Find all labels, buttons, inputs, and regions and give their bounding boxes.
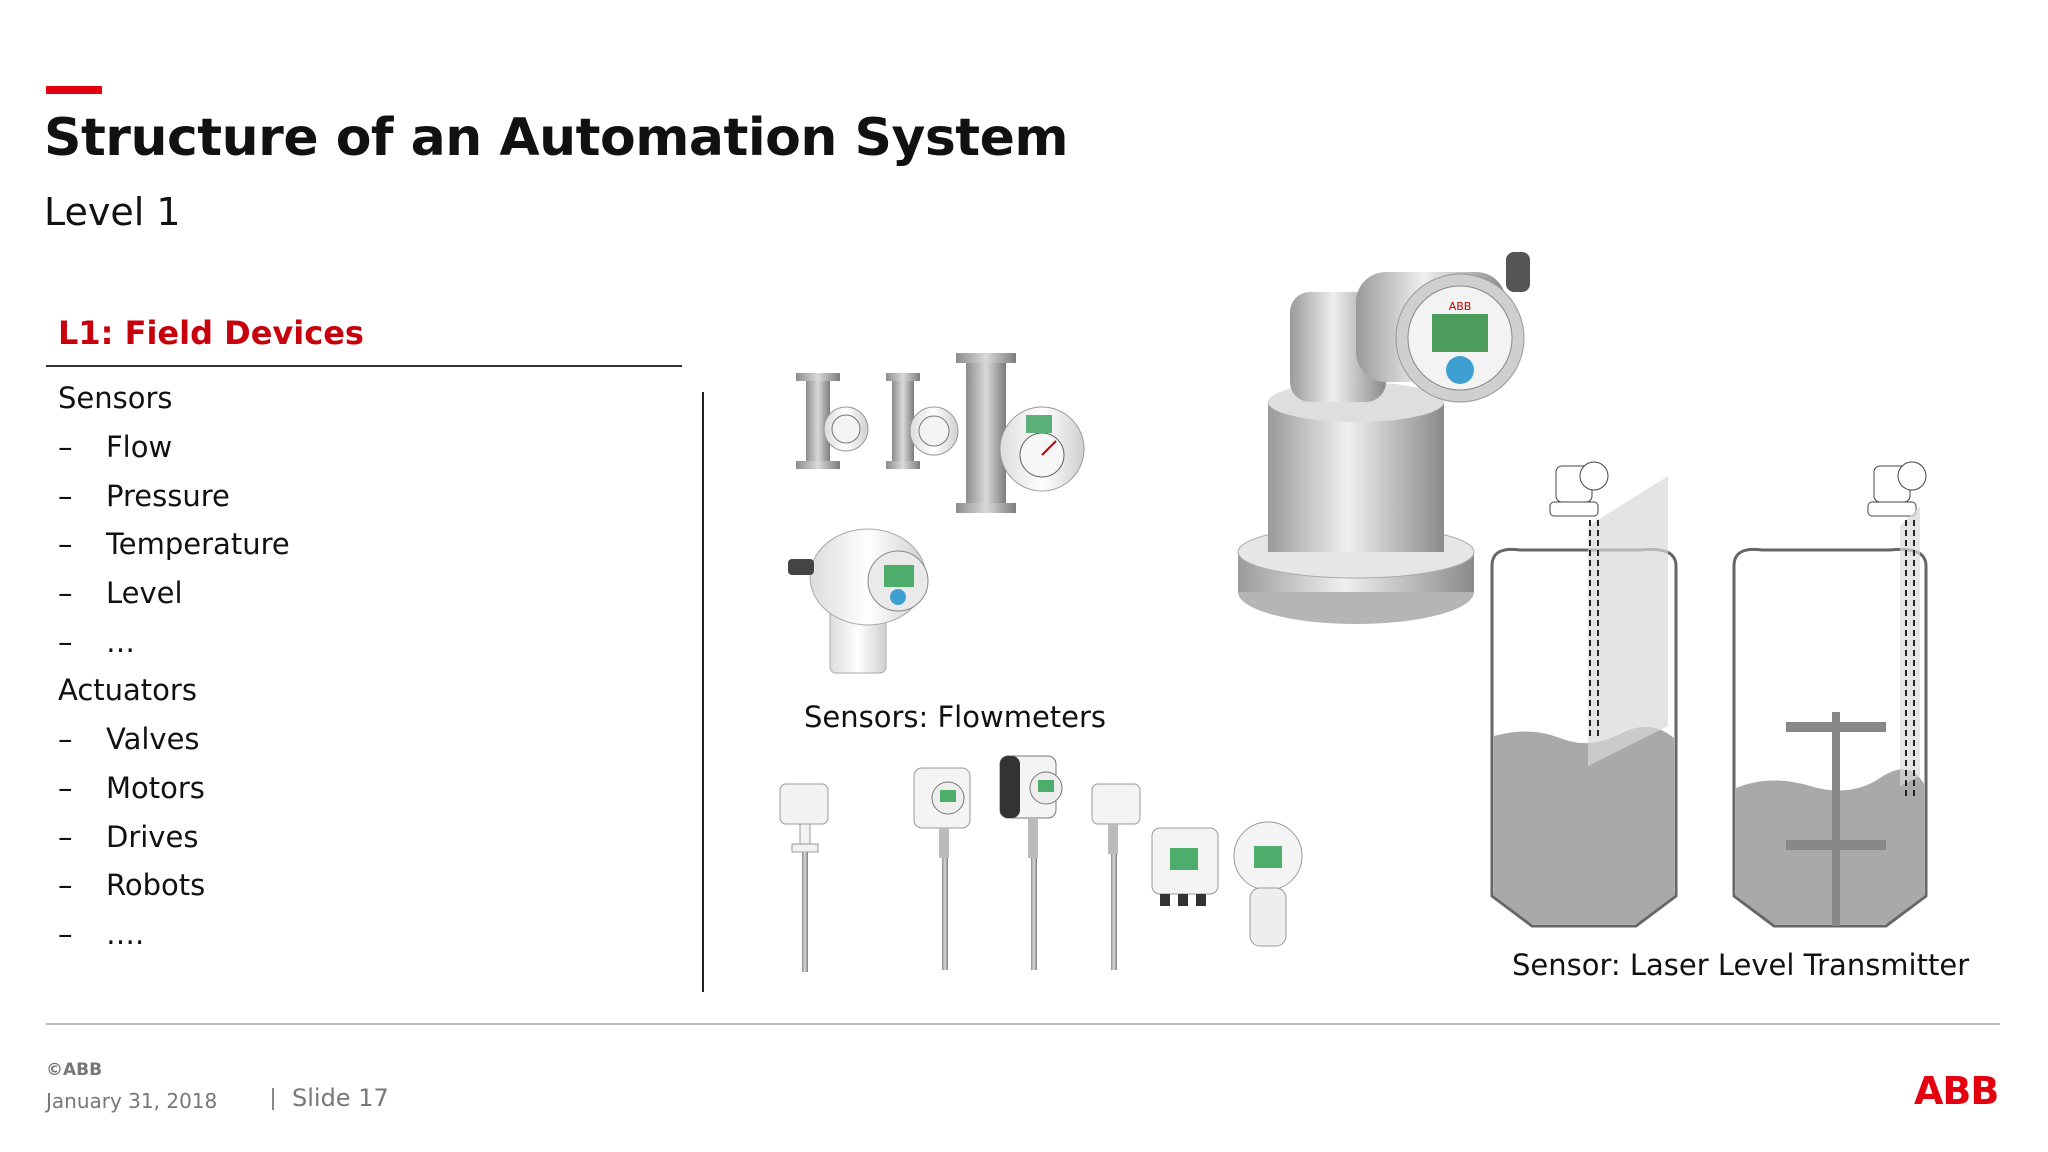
list-item: –Motors <box>58 764 678 813</box>
list-item: –Temperature <box>58 520 678 569</box>
footer-separator <box>272 1088 274 1110</box>
list-bullet: – <box>58 916 73 951</box>
flowmeter-small-1 <box>796 373 869 469</box>
list-item-label: Drives <box>106 819 199 854</box>
flowmeters-caption: Sensors: Flowmeters <box>804 700 1107 734</box>
list-item-label: Robots <box>106 868 206 903</box>
tank-right <box>1732 461 1928 928</box>
section-divider <box>46 365 682 367</box>
list-bullet: – <box>58 527 73 562</box>
list-item-label: Pressure <box>106 478 230 513</box>
copyright-text: ©ABB <box>46 1060 103 1080</box>
list-item: –Level <box>58 569 678 618</box>
list-bullet: – <box>58 868 73 903</box>
device-list: Sensors–Flow–Pressure–Temperature–Level–… <box>58 374 678 958</box>
list-item: –Flow <box>58 423 678 472</box>
laser-level-caption: Sensor: Laser Level Transmitter <box>1512 948 1970 982</box>
svg-text:ABB: ABB <box>1914 1070 1998 1110</box>
list-bullet: – <box>58 576 73 611</box>
footer-divider <box>46 1023 2000 1025</box>
slide-subtitle: Level 1 <box>44 190 181 234</box>
list-bullet: – <box>58 624 73 659</box>
flowmeter-large <box>956 353 1085 513</box>
slide-title: Structure of an Automation System <box>44 108 1069 168</box>
list-bullet: – <box>58 770 73 805</box>
laser-level-tanks-image <box>1490 461 1928 928</box>
section-heading: L1: Field Devices <box>58 314 364 352</box>
list-item-label: Sensors <box>58 381 173 416</box>
list-item: –… <box>58 617 678 666</box>
slide-date: January 31, 2018 <box>46 1089 218 1113</box>
level-transmitter-image: ABB <box>1237 252 1530 624</box>
list-bullet: – <box>58 819 73 854</box>
flowmeter-small-2 <box>886 373 959 469</box>
list-item-label: Motors <box>106 770 205 805</box>
list-bullet: – <box>58 722 73 757</box>
list-item-label: … <box>106 624 135 659</box>
list-item-label: Level <box>106 576 183 611</box>
list-heading: Sensors <box>58 374 678 423</box>
abb-logo: ABB <box>1914 1070 1999 1110</box>
slide-number: Slide 17 <box>292 1084 389 1112</box>
list-item: –Drives <box>58 812 678 861</box>
flow-transmitter <box>788 528 929 674</box>
vertical-divider <box>702 392 704 992</box>
tank-left <box>1490 461 1678 928</box>
title-accent-bar <box>46 86 102 94</box>
list-item-label: Valves <box>106 722 200 757</box>
list-item: –Robots <box>58 861 678 910</box>
flowmeters-image <box>788 353 1085 674</box>
list-bullet: – <box>58 478 73 513</box>
list-item: –Pressure <box>58 471 678 520</box>
list-bullet: – <box>58 430 73 465</box>
list-item-label: Temperature <box>106 527 290 562</box>
list-item: –Valves <box>58 715 678 764</box>
list-item: –…. <box>58 910 678 959</box>
flowmeter-sensor-lineup-image <box>779 755 1303 972</box>
device-brand-label: ABB <box>1449 300 1472 313</box>
list-item-label: …. <box>106 916 145 951</box>
list-item-label: Actuators <box>58 673 197 708</box>
list-heading: Actuators <box>58 666 678 715</box>
list-item-label: Flow <box>106 430 173 465</box>
